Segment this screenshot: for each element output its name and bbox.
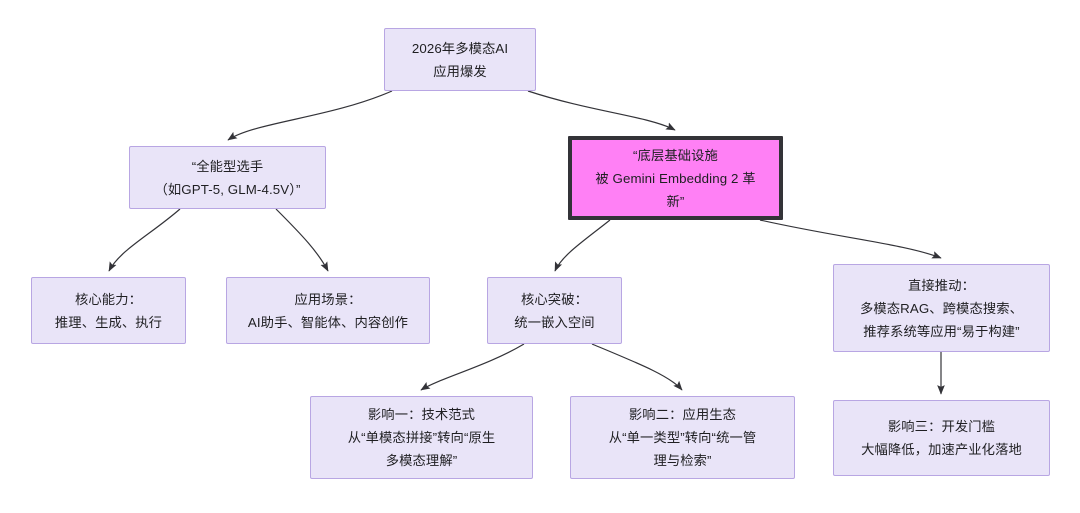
edge-root-to-infra bbox=[527, 90, 676, 131]
node-core-ability[interactable]: 核心能力： 推理、生成、执行 bbox=[31, 277, 186, 344]
node-label-core-ability: 核心能力： 推理、生成、执行 bbox=[54, 291, 163, 330]
node-label-core-breakthrough: 核心突破： 统一嵌入空间 bbox=[514, 291, 595, 330]
node-allrounder[interactable]: “全能型选手 （如GPT-5, GLM-4.5V）” bbox=[129, 146, 326, 209]
node-use-cases[interactable]: 应用场景： AI助手、智能体、内容创作 bbox=[226, 277, 430, 344]
node-impact-2[interactable]: 影响二：应用生态 从“单一类型”转向“统一管 理与检索” bbox=[570, 396, 795, 479]
node-infra[interactable]: “底层基础设施 被 Gemini Embedding 2 革 新” bbox=[568, 136, 783, 220]
node-label-root: 2026年多模态AI 应用爆发 bbox=[411, 40, 509, 79]
edge-allrounder-to-use-cases bbox=[275, 208, 329, 272]
node-core-breakthrough[interactable]: 核心突破： 统一嵌入空间 bbox=[487, 277, 622, 344]
edge-root-to-allrounder bbox=[227, 90, 393, 141]
node-label-allrounder: “全能型选手 （如GPT-5, GLM-4.5V）” bbox=[154, 158, 301, 197]
node-label-direct-drive: 直接推动： 多模态RAG、跨模态搜索、 推荐系统等应用“易于构建” bbox=[859, 277, 1024, 339]
node-label-impact-2: 影响二：应用生态 从“单一类型”转向“统一管 理与检索” bbox=[608, 407, 757, 468]
node-impact-3[interactable]: 影响三：开发门槛 大幅降低，加速产业化落地 bbox=[833, 400, 1050, 476]
node-label-impact-1: 影响一：技术范式 从“单模态拼接”转向“原生 多模态理解” bbox=[347, 407, 496, 468]
edge-core-breakthrough-to-impact-2 bbox=[591, 343, 683, 391]
node-impact-1[interactable]: 影响一：技术范式 从“单模态拼接”转向“原生 多模态理解” bbox=[310, 396, 533, 479]
node-direct-drive[interactable]: 直接推动： 多模态RAG、跨模态搜索、 推荐系统等应用“易于构建” bbox=[833, 264, 1050, 352]
edge-infra-to-core-breakthrough bbox=[554, 219, 611, 272]
node-label-use-cases: 应用场景： AI助手、智能体、内容创作 bbox=[247, 291, 409, 330]
node-label-infra: “底层基础设施 被 Gemini Embedding 2 革 新” bbox=[595, 147, 756, 209]
node-root[interactable]: 2026年多模态AI 应用爆发 bbox=[384, 28, 536, 91]
edge-allrounder-to-core-ability bbox=[108, 208, 181, 272]
edge-core-breakthrough-to-impact-1 bbox=[420, 343, 525, 391]
node-label-impact-3: 影响三：开发门槛 大幅降低，加速产业化落地 bbox=[861, 419, 1022, 457]
edge-infra-to-direct-drive bbox=[759, 219, 942, 259]
